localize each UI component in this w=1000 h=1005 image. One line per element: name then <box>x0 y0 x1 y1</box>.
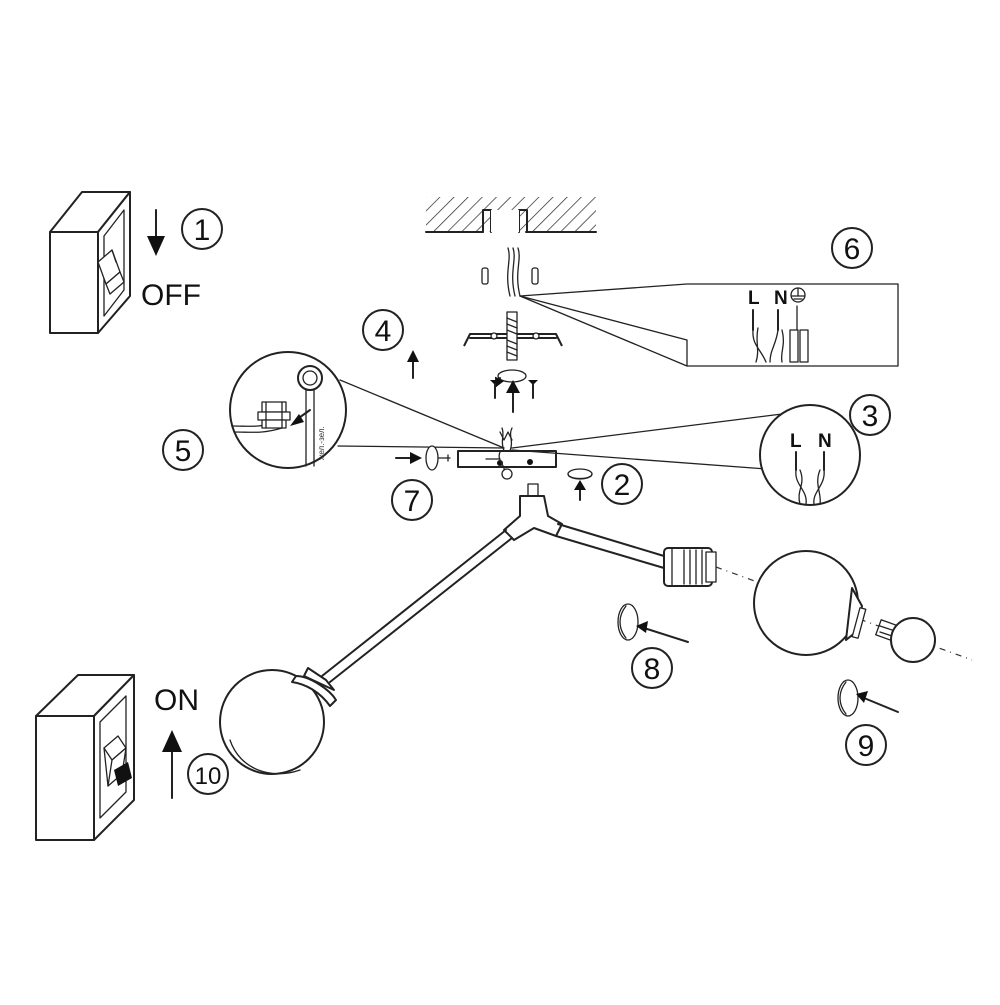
ceiling <box>425 197 597 233</box>
arrow-up-icon <box>506 380 520 413</box>
light-bulb-icon <box>875 617 936 663</box>
locking-ring <box>617 603 639 641</box>
screw-icon <box>490 380 538 399</box>
threaded-stud <box>506 311 518 361</box>
live-label: L <box>790 431 802 452</box>
live-label: L <box>748 288 760 309</box>
rotate-icon <box>495 369 527 388</box>
arrow-icon <box>636 621 689 643</box>
wall-plug-icon <box>481 267 539 285</box>
neutral-label: N <box>774 288 788 309</box>
right-arm <box>555 523 665 569</box>
step-9-number: 9 <box>858 730 875 763</box>
arrow-up-icon <box>407 350 419 379</box>
neutral-label: N <box>818 431 832 452</box>
locking-ring <box>837 679 859 717</box>
ceiling-wires <box>507 247 521 297</box>
step-3-number: 3 <box>862 400 879 433</box>
off-label: OFF <box>141 279 201 312</box>
step-10-number: 10 <box>195 763 222 790</box>
step-1-marker: 1 <box>181 208 223 250</box>
ground-icon <box>790 287 806 303</box>
toggle-down-icon <box>97 249 125 295</box>
central-hub <box>503 483 563 541</box>
arrow-icon <box>856 691 899 713</box>
cap-nut <box>567 468 593 480</box>
detail-5-ground-connection: жел.-зел. <box>229 351 347 469</box>
step-2-number: 2 <box>614 469 631 502</box>
step-9-marker: 9 <box>845 724 887 766</box>
step-5-callout-lines <box>337 379 505 449</box>
right-globe <box>753 550 867 656</box>
detail-6-wiring: L N <box>519 283 899 367</box>
arrow-right-icon <box>395 452 422 464</box>
step-8-marker: 8 <box>631 647 673 689</box>
arrow-icon <box>290 409 311 426</box>
left-arm <box>303 529 513 691</box>
on-label: ON <box>154 684 199 717</box>
wall-switch-off <box>49 191 131 334</box>
detail-3-wiring: L N <box>759 404 861 506</box>
step-5-marker: 5 <box>162 429 204 471</box>
decorative-cap <box>425 445 451 471</box>
canopy-wires <box>498 427 513 480</box>
arrow-up-icon <box>574 480 586 501</box>
wire-color-label: жел.-зел. <box>317 426 326 460</box>
lamp-socket <box>663 547 717 587</box>
step-1-number: 1 <box>194 214 211 247</box>
step-6-marker: 6 <box>831 227 873 269</box>
step-5-number: 5 <box>175 435 192 468</box>
step-10-marker: 10 <box>187 753 229 795</box>
step-8-number: 8 <box>644 653 661 686</box>
canopy-plate <box>457 450 557 468</box>
step-4-number: 4 <box>375 315 392 348</box>
left-globe <box>219 669 337 775</box>
arrow-down-icon <box>147 209 165 256</box>
wall-switch-on <box>35 674 135 841</box>
step-6-number: 6 <box>844 233 861 266</box>
toggle-up-icon <box>103 735 132 787</box>
step-3-callout-lines <box>511 411 799 471</box>
arrow-up-icon <box>162 730 182 799</box>
step-4-marker: 4 <box>362 309 404 351</box>
step-7-number: 7 <box>404 485 421 518</box>
step-2-marker: 2 <box>601 463 643 505</box>
step-7-marker: 7 <box>391 479 433 521</box>
step-3-marker: 3 <box>849 394 891 436</box>
